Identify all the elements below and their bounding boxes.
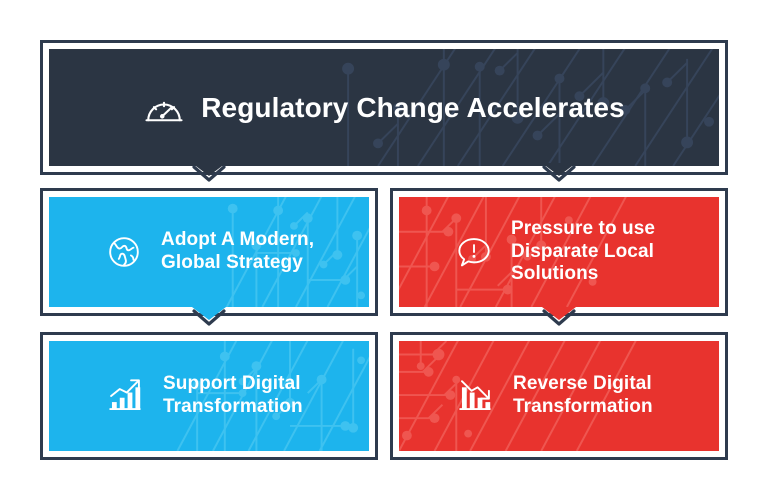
- card-support-digital-body: Support Digital Transformation: [49, 341, 369, 451]
- connector-arrow-pressure-to-reverse-digital: [542, 307, 576, 327]
- header-card: Regulatory Change Accelerates: [40, 40, 728, 175]
- speedometer-icon: [143, 87, 185, 129]
- card-title-line-1: Reverse Digital: [513, 373, 652, 395]
- card-reverse-digital-body: Reverse Digital Transformation: [399, 341, 719, 451]
- card-title-line-1: Support Digital: [163, 373, 301, 395]
- card-reverse-digital-transformation[interactable]: Reverse Digital Transformation: [390, 332, 728, 460]
- connector-arrow-header-to-adopt-modern: [192, 163, 226, 183]
- card-title-pressure-disparate: Pressure to use Disparate Local Solution…: [511, 218, 655, 286]
- card-pressure-disparate-content: Pressure to use Disparate Local Solution…: [399, 218, 665, 286]
- header-title: Regulatory Change Accelerates: [201, 91, 625, 123]
- card-title-line-3: Solutions: [511, 263, 599, 285]
- header-content: Regulatory Change Accelerates: [133, 87, 635, 129]
- globe-icon: [105, 233, 143, 271]
- card-adopt-modern-body: Adopt A Modern, Global Strategy: [49, 197, 369, 307]
- card-title-support-digital: Support Digital Transformation: [163, 373, 303, 419]
- bar-chart-up-icon: [105, 376, 145, 416]
- card-title-line-2: Transformation: [163, 396, 303, 417]
- card-title-line-2: Disparate Local: [511, 240, 654, 262]
- bar-chart-down-icon: [455, 376, 495, 416]
- card-title-line-1: Adopt A Modern,: [161, 229, 315, 251]
- card-title-line-2: Transformation: [513, 396, 653, 417]
- card-adopt-modern-content: Adopt A Modern, Global Strategy: [49, 229, 324, 275]
- alert-speech-bubble-icon: [455, 233, 493, 271]
- card-pressure-disparate-body: Pressure to use Disparate Local Solution…: [399, 197, 719, 307]
- connector-arrow-adopt-modern-to-support-digital: [192, 307, 226, 327]
- card-title-reverse-digital: Reverse Digital Transformation: [513, 373, 653, 419]
- card-title-line-2: Global Strategy: [161, 252, 303, 273]
- card-pressure-disparate-local-solutions[interactable]: Pressure to use Disparate Local Solution…: [390, 188, 728, 316]
- card-reverse-digital-content: Reverse Digital Transformation: [399, 373, 663, 419]
- card-adopt-modern-global-strategy[interactable]: Adopt A Modern, Global Strategy: [40, 188, 378, 316]
- card-support-digital-transformation[interactable]: Support Digital Transformation: [40, 332, 378, 460]
- header-card-body: Regulatory Change Accelerates: [49, 49, 719, 166]
- connector-arrow-header-to-pressure-disparate: [542, 163, 576, 183]
- card-title-line-1: Pressure to use: [511, 217, 656, 239]
- card-title-adopt-modern: Adopt A Modern, Global Strategy: [161, 229, 314, 275]
- card-support-digital-content: Support Digital Transformation: [49, 373, 313, 419]
